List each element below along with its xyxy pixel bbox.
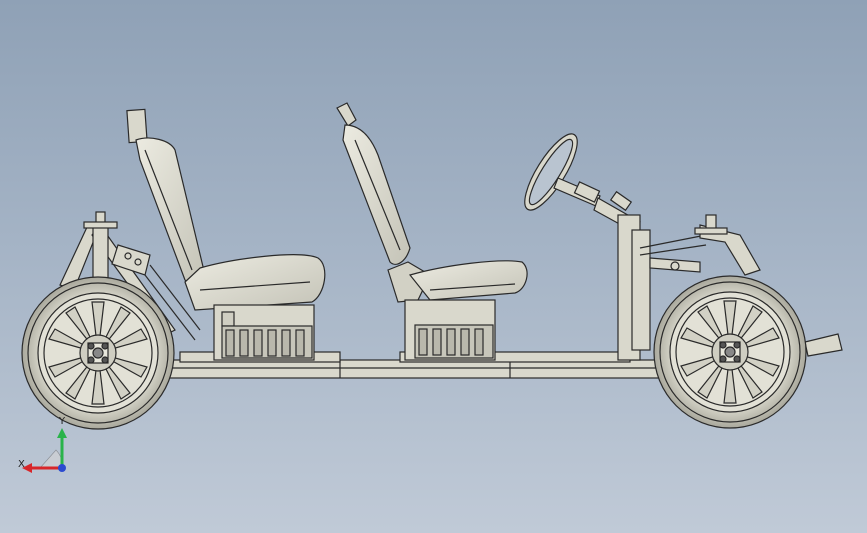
rear-wheel xyxy=(21,276,175,430)
coordinate-triad[interactable]: X Y xyxy=(10,410,80,480)
rear-seat xyxy=(126,108,326,361)
y-axis-arrow-head xyxy=(57,428,67,438)
front-wheel xyxy=(653,275,807,429)
triad-plane xyxy=(39,449,63,469)
y-axis-label: Y xyxy=(58,416,66,427)
front-frame xyxy=(617,214,843,361)
x-axis-arrow-head xyxy=(22,463,32,473)
x-axis-label: X xyxy=(18,459,25,470)
z-axis-dot xyxy=(58,464,66,472)
front-seat xyxy=(336,102,528,361)
